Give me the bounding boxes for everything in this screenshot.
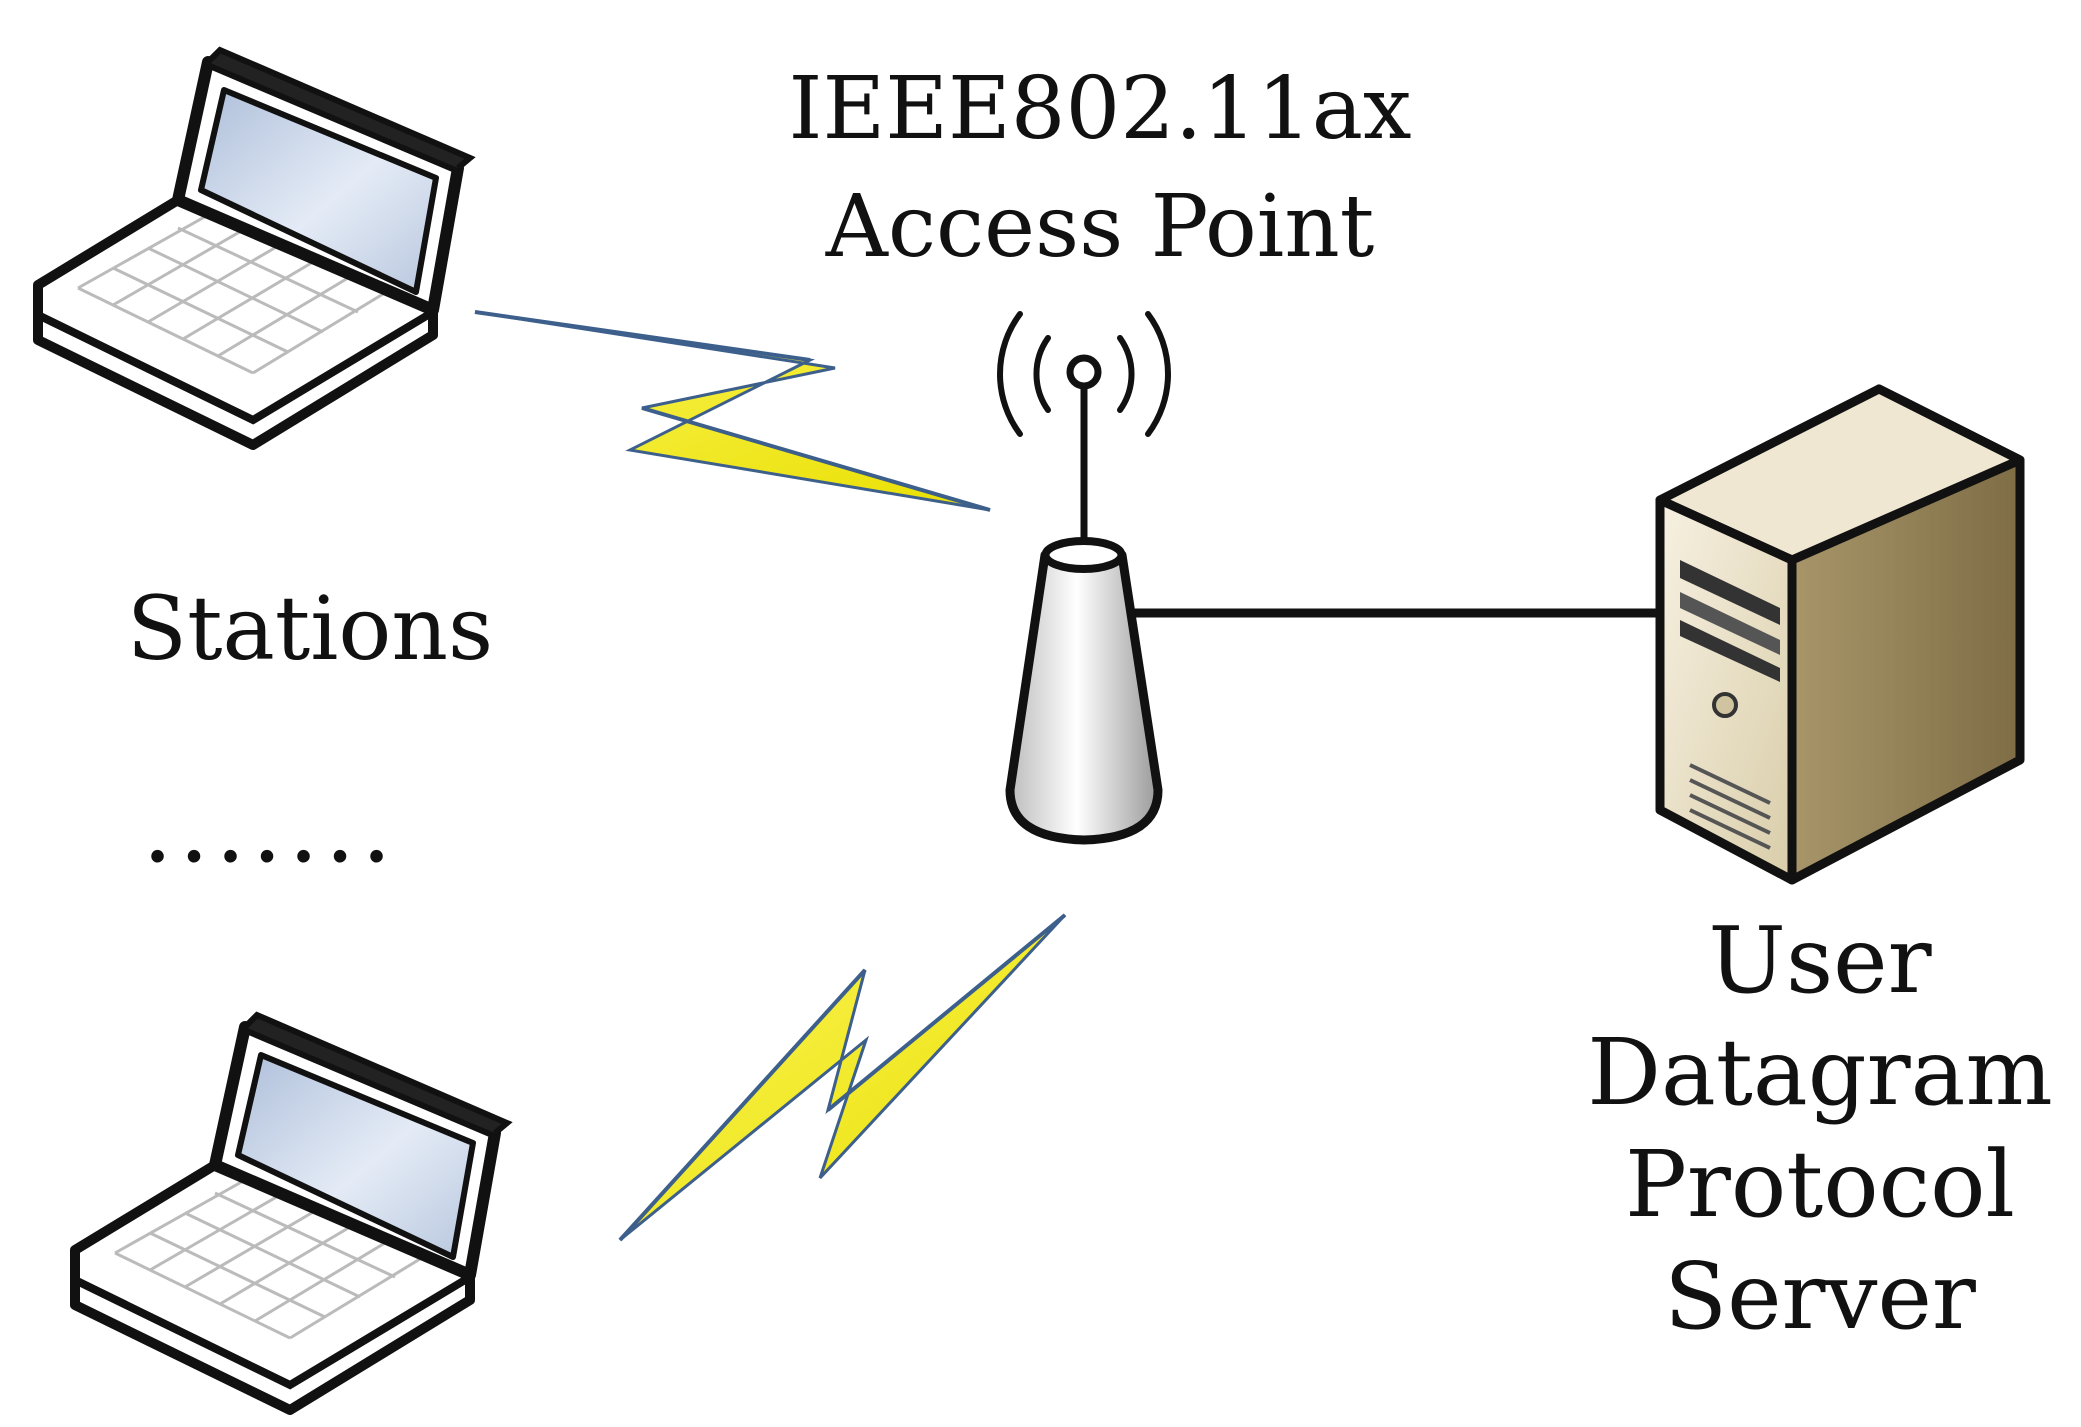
tower-server-icon (1655, 384, 2025, 885)
stations-ellipsis: ....... (142, 772, 398, 884)
server-label-line-2: Datagram (1587, 1019, 2053, 1126)
access-point-label: IEEE802.11ax Access Point (690, 50, 1510, 286)
stations-label: Stations (126, 577, 494, 680)
laptop-icon (38, 50, 470, 445)
laptop-icon (75, 1015, 507, 1410)
server-label-line-4: Server (1664, 1243, 1976, 1350)
wireless-link-icon (618, 913, 1067, 1242)
server-label: User Datagram Protocol Server (1570, 905, 2070, 1353)
server-label-line-1: User (1708, 907, 1932, 1014)
access-point-label-line-2: Access Point (825, 177, 1375, 277)
wireless-access-point-icon (997, 311, 1171, 845)
server-label-line-3: Protocol (1625, 1131, 2015, 1238)
access-point-label-line-1: IEEE802.11ax (788, 59, 1412, 159)
wireless-link-icon (474, 310, 991, 512)
